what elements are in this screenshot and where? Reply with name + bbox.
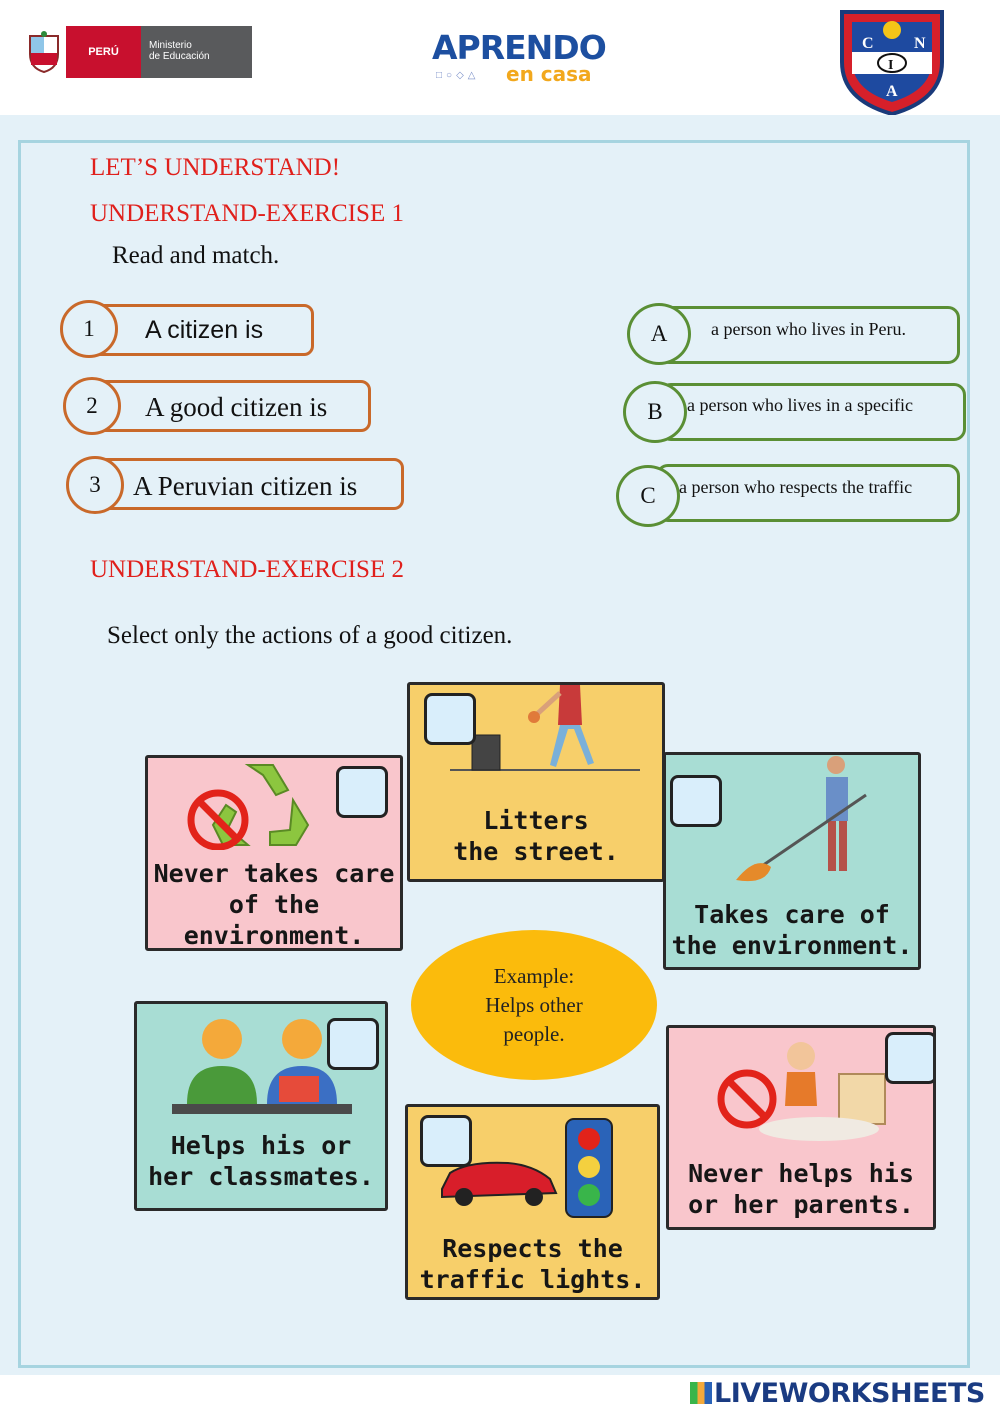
card-never-helps-parents: Never helps his or her parents. [666, 1025, 936, 1230]
match-right-item-c[interactable]: C a person who respects the traffic [616, 463, 962, 527]
match-left-item-1[interactable]: 1 A citizen is [60, 300, 320, 362]
card-helps-classmates-line1: Helps his or [170, 1131, 352, 1160]
liveworksheets-icon [690, 1382, 712, 1404]
liveworksheets-text: LIVEWORKSHEETS [714, 1378, 985, 1409]
example-oval: Example: Helps other people. [411, 930, 657, 1080]
card-helps-classmates-checkbox[interactable] [327, 1018, 379, 1070]
card-respects-traffic-line1: Respects the [442, 1234, 623, 1263]
littering-person-icon [450, 685, 640, 771]
recycle-icon [187, 764, 310, 850]
logo-dots-icon: □○◇△ [436, 70, 480, 81]
match-right-text-a: a person who lives in Peru. [711, 319, 906, 339]
card-respects-traffic: Respects the traffic lights. [405, 1104, 660, 1300]
worksheet-frame [18, 140, 970, 1368]
exercise2-title: UNDERSTAND-EXERCISE 2 [90, 556, 404, 583]
match-left-number-1: 1 [60, 300, 118, 358]
car-and-traffic-light-icon [441, 1118, 613, 1218]
card-helps-classmates-caption: Helps his or her classmates. [137, 1130, 385, 1192]
card-never-helps-parents-line1: Never helps his [688, 1159, 914, 1188]
card-takes-care-line2: the environment. [671, 931, 913, 960]
card-never-takes-care-line1: Never takes care [153, 859, 395, 888]
match-right-letter-a: A [627, 303, 691, 365]
crest-letter-c: C [862, 35, 874, 52]
school-crest-icon: C N I A [840, 10, 944, 117]
school-crest: C N I A [838, 8, 946, 117]
classmates-icon [172, 1019, 352, 1114]
match-right-item-b[interactable]: B a person who lives in a specific [623, 381, 968, 445]
card-litters-street-line2: the street. [453, 837, 619, 866]
ministry-name-line1: Ministerio [149, 40, 192, 51]
card-never-takes-care: Never takes care of the environment. [145, 755, 403, 951]
example-line3: people. [503, 1021, 565, 1046]
match-left-text-2: A good citizen is [145, 392, 328, 422]
card-respects-traffic-caption: Respects the traffic lights. [408, 1233, 657, 1295]
card-respects-traffic-line2: traffic lights. [419, 1265, 646, 1294]
card-respects-traffic-checkbox[interactable] [420, 1115, 472, 1167]
card-takes-care-caption: Takes care of the environment. [666, 899, 918, 961]
card-litters-street-line1: Litters [483, 806, 589, 835]
card-never-takes-care-caption: Never takes care of the environment. [148, 858, 400, 950]
child-not-helping-icon [717, 1042, 886, 1141]
peru-coat-of-arms-icon [29, 31, 59, 74]
card-never-helps-parents-checkbox[interactable] [885, 1032, 933, 1084]
match-left-number-2: 2 [63, 377, 121, 435]
match-left-text-1: A citizen is [145, 316, 264, 344]
match-right-text-c: a person who respects the traffic [679, 477, 913, 497]
match-right-letter-c: C [616, 465, 680, 527]
match-right-letter-b: B [623, 381, 687, 443]
exercise2-instruction: Select only the actions of a good citize… [107, 622, 513, 649]
match-left-item-2[interactable]: 2 A good citizen is [63, 377, 373, 439]
card-helps-classmates: Helps his or her classmates. [134, 1001, 388, 1211]
card-never-helps-parents-line2: or her parents. [688, 1190, 914, 1219]
aprendo-en-casa-logo: APRENDO □○◇△ en casa [430, 28, 620, 88]
card-litters-street-checkbox[interactable] [424, 693, 476, 745]
ministry-name-line2: de Educación [149, 51, 210, 62]
sweeping-person-icon [736, 756, 867, 882]
card-never-takes-care-line2: of the [228, 890, 320, 919]
example-line2: Helps other [485, 992, 583, 1017]
card-helps-classmates-line2: her classmates. [148, 1162, 374, 1191]
exercise1-title: UNDERSTAND-EXERCISE 1 [90, 200, 404, 227]
card-litters-street: Litters the street. [407, 682, 665, 882]
logo-line2: en casa [506, 62, 592, 86]
match-left-number-3: 3 [66, 456, 124, 514]
exercise1-instruction: Read and match. [112, 242, 280, 269]
crest-letter-a: A [886, 83, 898, 100]
match-left-text-3: A Peruvian citizen is [133, 471, 358, 501]
match-right-text-b: a person who lives in a specific [687, 395, 913, 415]
ministry-name: Ministerio de Educación [141, 26, 252, 78]
match-left-item-3[interactable]: 3 A Peruvian citizen is [66, 456, 406, 518]
crest-letter-n: N [914, 35, 926, 52]
match-right-item-a[interactable]: A a person who lives in Peru. [627, 303, 962, 367]
card-takes-care: Takes care of the environment. [663, 752, 921, 970]
example-line1: Example: [493, 963, 575, 988]
liveworksheets-logo[interactable]: LIVEWORKSHEETS [690, 1378, 995, 1410]
peru-label: PERÚ [66, 26, 141, 78]
card-never-takes-care-line3: environment. [183, 921, 365, 950]
crest-letter-i: I [888, 58, 893, 73]
logo-line1: APRENDO [432, 28, 607, 67]
card-never-takes-care-checkbox[interactable] [336, 766, 388, 818]
card-never-helps-parents-caption: Never helps his or her parents. [669, 1158, 933, 1220]
card-takes-care-checkbox[interactable] [670, 775, 722, 827]
section-title: LET’S UNDERSTAND! [90, 154, 341, 181]
card-takes-care-line1: Takes care of [694, 900, 890, 929]
ministry-logo: PERÚ Ministerio de Educación [24, 26, 252, 78]
card-litters-street-caption: Litters the street. [410, 805, 662, 867]
